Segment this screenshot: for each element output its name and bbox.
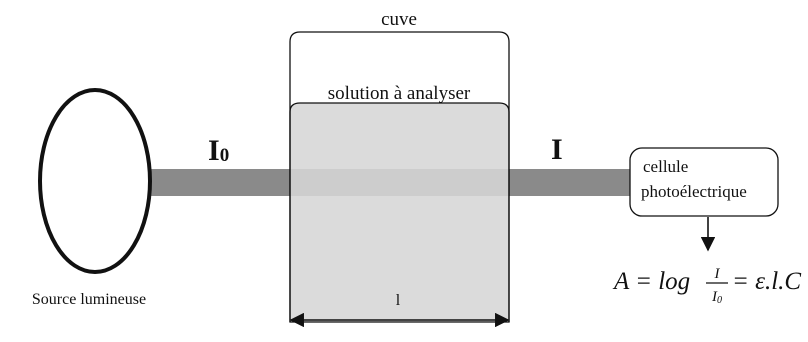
solution-label: solution à analyser [328, 83, 471, 104]
formula-denominator: I0 [711, 289, 722, 306]
formula-lhs: A = log [612, 268, 690, 295]
photocell-box [629, 147, 779, 217]
photocell-label-line2: photoélectrique [641, 182, 747, 201]
formula-rhs: = ε.l.C [732, 268, 801, 295]
absorbance-formula: A = log I I0 = ε.l.C [612, 266, 801, 306]
solution-area [289, 102, 510, 323]
cuvette-outline [289, 31, 510, 322]
cuvette-label: cuve [381, 9, 417, 30]
length-label: l [396, 292, 401, 309]
photocell-label-line1: cellule [643, 157, 688, 176]
intensity-in-subscript: 0 [220, 145, 230, 166]
intensity-out-label: I [551, 133, 563, 166]
light-source-ellipse [38, 88, 152, 274]
intensity-in-label: I0 [208, 134, 229, 167]
source-label: Source lumineuse [32, 291, 146, 308]
formula-numerator: I [714, 266, 721, 282]
